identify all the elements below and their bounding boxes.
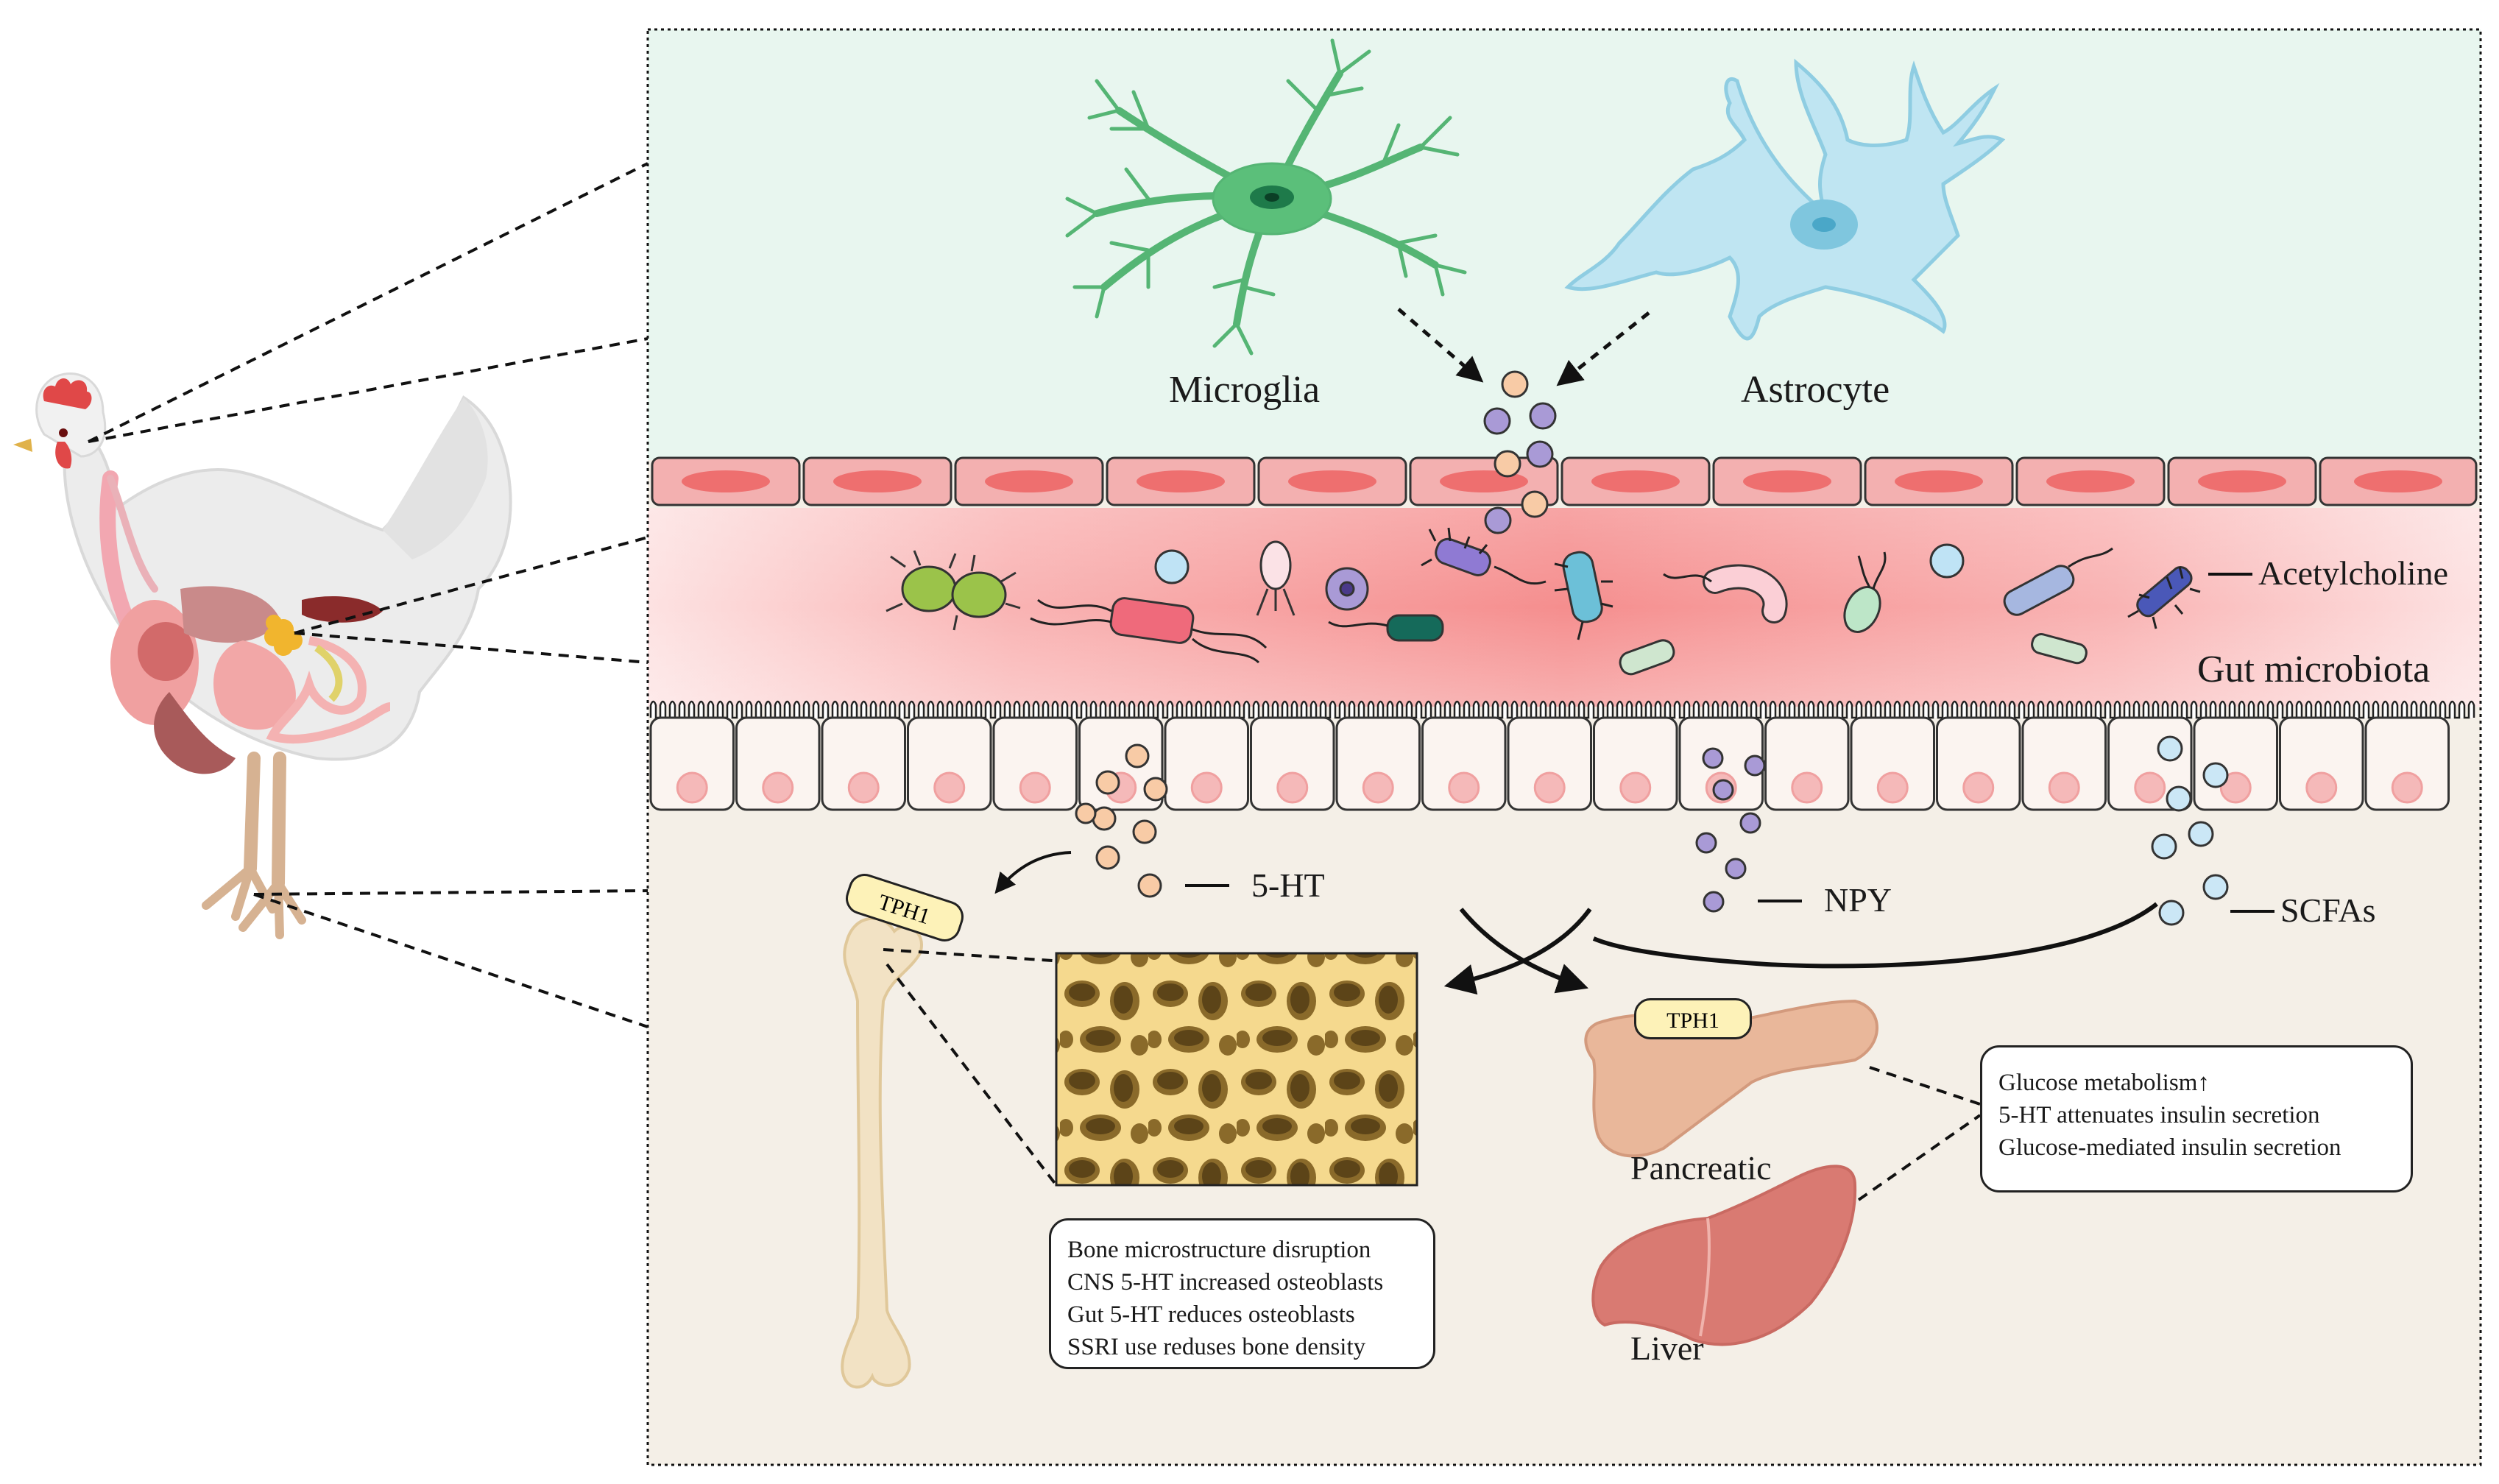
- metabolic-effect-item: Glucose metabolism↑: [1998, 1070, 2210, 1096]
- enterocyte: [649, 716, 735, 811]
- purple-spiky-rod: [1421, 527, 1547, 585]
- connector-lines: [88, 162, 648, 1028]
- chicken-illustration: [13, 372, 512, 939]
- enterocyte: [907, 716, 992, 811]
- bone-detail-connectors: [883, 948, 1058, 1187]
- enterocyte: [2279, 716, 2364, 811]
- enterocyte: [1850, 716, 1935, 811]
- villus-outline: [649, 700, 2475, 719]
- mint-flagellate: [1843, 551, 1887, 633]
- enterocyte-nucleus: [1276, 771, 1309, 804]
- metabolic-effect-item: Glucose-mediated insulin secretion: [1998, 1134, 2341, 1161]
- flow-arrows: [994, 851, 2158, 995]
- enterocyte-nucleus: [1962, 771, 1995, 804]
- microglia-label: Microglia: [1169, 369, 1321, 411]
- scfas-label: SCFAs: [2280, 891, 2376, 929]
- barrier-cells: [651, 456, 2478, 506]
- bone-effect-item: Gut 5-HT reduces osteoblasts: [1067, 1301, 1355, 1328]
- blue-rod-vertical: [1554, 551, 1613, 640]
- microglia-cell: [1065, 38, 1467, 356]
- enterocyte-nucleus: [2305, 771, 2338, 804]
- bone-effect-item: SSRI use reduses bone density: [1067, 1334, 1366, 1360]
- bone-effect-item: CNS 5-HT increased osteoblasts: [1067, 1269, 1384, 1296]
- enterocyte: [821, 716, 906, 811]
- astrocyte-label: Astrocyte: [1741, 369, 1890, 411]
- metabolic-connectors: [1857, 1066, 1982, 1201]
- main-panel: [646, 28, 2482, 1466]
- enterocyte-nucleus: [1619, 771, 1652, 804]
- enterocyte: [1335, 716, 1421, 811]
- enterocyte: [735, 716, 821, 811]
- enterocyte: [1764, 716, 1850, 811]
- acetylcholine-label: Acetylcholine: [2258, 554, 2449, 592]
- pink-vibrio: [1663, 564, 1788, 623]
- brain-signal-molecules: [1483, 370, 1557, 534]
- bone-effects-box: Bone microstructure disruption CNS 5-HT …: [1049, 1218, 1435, 1369]
- enterocyte-nucleus: [762, 771, 794, 804]
- enterocyte-nucleus: [933, 771, 966, 804]
- liver-label: Liver: [1630, 1329, 1704, 1367]
- label-leader-lines: [1185, 573, 2274, 913]
- panel-border: [646, 28, 2482, 1466]
- blue-spiky-rod: [2127, 566, 2201, 629]
- metabolic-effects-box: Glucose metabolism↑ 5-HT attenuates insu…: [1980, 1045, 2413, 1192]
- gut-microbiota-label: Gut microbiota: [2197, 649, 2431, 690]
- enterocyte-nucleus: [1448, 771, 1480, 804]
- serotonin-dots: [1075, 743, 1168, 898]
- astrocyte-cell: [1564, 58, 2006, 341]
- npy-label: NPY: [1824, 881, 1892, 919]
- enterocyte: [1936, 716, 2021, 811]
- purple-coccus: [1325, 567, 1369, 611]
- enterocyte: [2021, 716, 2107, 811]
- dark-green-rod: [1328, 614, 1444, 642]
- enterocyte-nucleus: [2134, 771, 2166, 804]
- enterocyte: [1593, 716, 1678, 811]
- enterocyte-nucleus: [1533, 771, 1566, 804]
- tph1-tag-pancreas: TPH1: [1634, 998, 1752, 1039]
- trabecular-bone-image: [1055, 952, 1418, 1187]
- enterocyte: [1164, 716, 1249, 811]
- liver-illustration: [1591, 1165, 1857, 1346]
- protozoan-pink: [1256, 540, 1296, 616]
- metabolic-effect-item: 5-HT attenuates insulin secretion: [1998, 1102, 2320, 1128]
- villi: [649, 700, 2475, 719]
- enterocyte-nucleus: [2048, 771, 2080, 804]
- serotonin-label: 5-HT: [1251, 866, 1325, 904]
- enterocyte-nucleus: [1019, 771, 1051, 804]
- enterocyte-nucleus: [2219, 771, 2252, 804]
- npy-dots: [1695, 747, 1766, 913]
- enterocyte: [1507, 716, 1592, 811]
- enterocyte-nucleus: [1362, 771, 1394, 804]
- enterocyte: [992, 716, 1078, 811]
- enterocyte: [1250, 716, 1335, 811]
- enterocyte: [2364, 716, 2450, 811]
- enterocyte-nucleus: [1791, 771, 1823, 804]
- cell-release-arrows: [1397, 308, 1650, 386]
- enterocyte-nucleus: [2391, 771, 2423, 804]
- enterocyte-nucleus: [847, 771, 880, 804]
- pancreatic-label: Pancreatic: [1630, 1149, 1772, 1187]
- enterocyte-nucleus: [1190, 771, 1223, 804]
- gut-bacteria: [886, 527, 2201, 676]
- enterocyte-nucleus: [676, 771, 708, 804]
- diplococcus-bacterium: [886, 550, 1021, 631]
- enterocyte-nucleus: [1876, 771, 1909, 804]
- enterocyte: [1421, 716, 1507, 811]
- bone-effect-item: Bone microstructure disruption: [1067, 1237, 1371, 1263]
- flagellated-rod-red: [1030, 597, 1268, 664]
- scfa-dots: [2151, 735, 2229, 926]
